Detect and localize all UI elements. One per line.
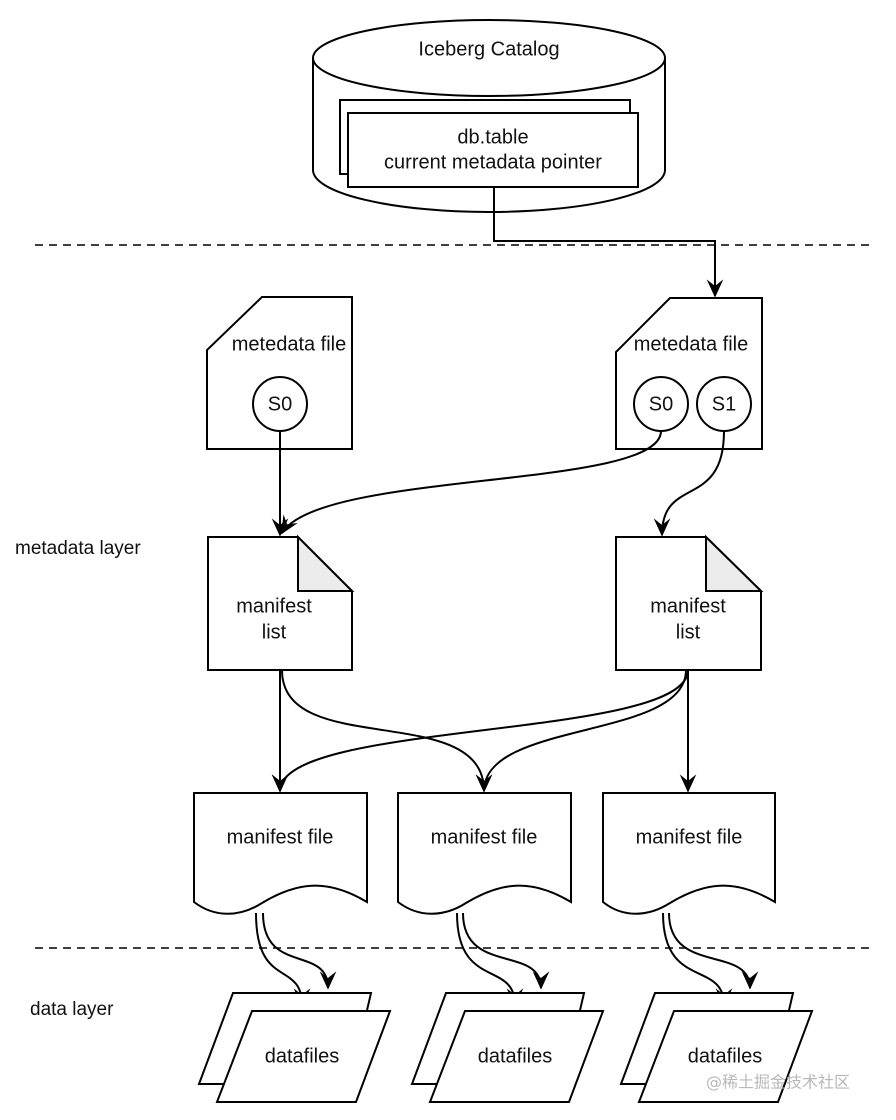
metadata-file-1-label: metedata file (232, 333, 347, 355)
edge-list2-to-file1 (271, 669, 689, 793)
manifest-file-2-label: manifest file (431, 826, 538, 848)
edge-list1-to-file2 (281, 669, 493, 793)
catalog-label: Iceberg Catalog (418, 38, 559, 60)
metadata-file-1: metedata file S0 (206, 296, 353, 450)
datafiles-1-label: datafiles (265, 1045, 340, 1067)
manifest-file-1: manifest file (193, 792, 368, 915)
edge-pointer-to-metadata (493, 187, 724, 298)
catalog-cylinder: Iceberg Catalog db.table current metadat… (312, 19, 666, 213)
edge-mf2-s1-to-list2 (653, 430, 725, 537)
edges-manifest-to-datafiles (255, 912, 759, 1007)
datafiles-3: datafiles (619, 992, 814, 1103)
edge-file3-to-data3b (668, 912, 759, 990)
manifest-file-2: manifest file (397, 792, 572, 915)
edge-file1-to-data1a (255, 912, 311, 1007)
manifest-list-1-line1: manifest (236, 595, 312, 617)
watermark: @稀土掘金技术社区 (706, 1073, 850, 1092)
datafiles-1: datafiles (197, 992, 392, 1103)
edge-mf2-s0-to-list1 (281, 430, 662, 535)
pointer-line2: current metadata pointer (384, 151, 602, 173)
edge-file2-to-data2b (462, 912, 550, 990)
pointer-card (347, 112, 639, 188)
edge-list2-to-file2 (475, 669, 687, 793)
manifest-list-2: manifest list (615, 534, 764, 671)
metadata-layer-label: metadata layer (15, 538, 141, 559)
edge-file2-to-data2a (456, 912, 524, 1007)
snapshot-s0-label: S0 (649, 393, 673, 415)
pointer-line1: db.table (457, 126, 528, 148)
datafiles-2-label: datafiles (478, 1045, 553, 1067)
manifest-file-3: manifest file (602, 792, 776, 915)
edge-file3-to-data3a (662, 912, 733, 1007)
manifest-file-3-label: manifest file (636, 826, 743, 848)
snapshot-s0-label: S0 (268, 393, 292, 415)
datafiles-3-label: datafiles (688, 1045, 763, 1067)
edge-file1-to-data1b (262, 912, 337, 990)
manifest-file-1-label: manifest file (227, 826, 334, 848)
manifest-list-1: manifest list (207, 534, 355, 671)
manifest-list-2-line1: manifest (650, 595, 726, 617)
manifest-list-2-line2: list (676, 621, 701, 643)
data-layer-label: data layer (30, 999, 114, 1020)
manifest-list-1-line2: list (262, 621, 287, 643)
snapshot-s1-label: S1 (712, 393, 736, 415)
datafiles-2: datafiles (410, 992, 605, 1103)
metadata-file-2-label: metedata file (634, 333, 749, 355)
metadata-file-2: metedata file S0 S1 (615, 297, 763, 450)
